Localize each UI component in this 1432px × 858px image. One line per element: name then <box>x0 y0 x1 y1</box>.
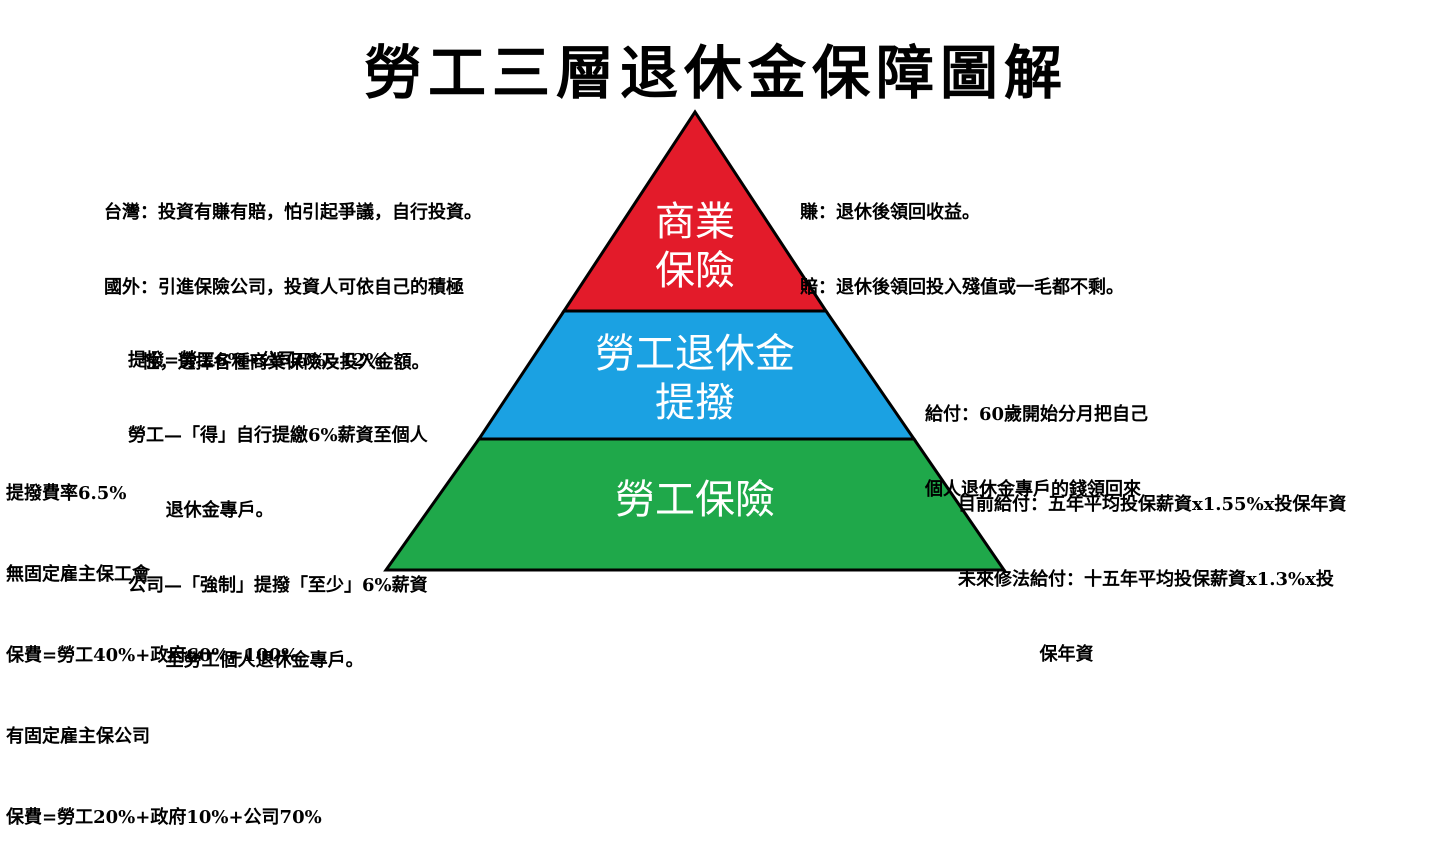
layer-middle-line1: 勞工退休金 <box>595 331 795 377</box>
note-line: 公司—「強制」提撥「至少」6%薪資 <box>128 575 428 596</box>
note-line: 保年資 <box>958 644 1094 665</box>
pyramid-diagram <box>383 109 1007 572</box>
note-line: 保費=勞工20%+政府10%+公司70% <box>6 807 322 828</box>
note-line: 有固定雇主保公司 <box>6 726 150 747</box>
note-top-right: 賺：退休後領回收益。 賠：退休後領回投入殘值或一毛都不剩。 <box>800 150 1124 325</box>
layer-top-line1: 商業 <box>655 199 735 245</box>
pyramid-layer-bottom <box>383 437 1007 572</box>
note-line: 給付：60歲開始分月把自己 <box>925 404 1149 425</box>
note-line: 未來修法給付：十五年平均投保薪資x1.3%x投 <box>958 569 1334 590</box>
layer-middle-line2: 提撥 <box>655 379 735 426</box>
note-line: 賠：退休後領回投入殘值或一毛都不剩。 <box>800 277 1124 298</box>
note-line: 國外：引進保險公司，投資人可依自己的積極 <box>104 277 464 298</box>
layer-top-line2: 保險 <box>655 247 735 294</box>
note-line: 性，選擇各種商業保險及投入金額。 <box>104 352 430 373</box>
note-line: 退休金專戶。 <box>128 500 274 521</box>
note-middle-right: 給付：60歲開始分月把自己 個人退休金專戶的錢領回來 <box>925 352 1148 527</box>
layer-top-label: 商業 保險 <box>620 198 770 296</box>
note-bottom-right: 目前給付：五年平均投保薪資x1.55%x投保年資 未來修法給付：十五年平均投保薪… <box>958 442 1346 692</box>
layer-middle-label: 勞工退休金 提撥 <box>545 330 845 428</box>
layer-bottom-line1: 勞工保險 <box>615 477 775 523</box>
note-bottom-left: 提撥費率6.5% 無固定雇主保工會 保費=勞工40%+政府60%=100% 有固… <box>6 426 322 858</box>
note-line: 勞工—「得」自行提繳6%薪資至個人 <box>128 425 428 446</box>
note-line: 保費=勞工40%+政府60%=100% <box>6 645 299 666</box>
note-line: 個人退休金專戶的錢領回來 <box>925 479 1141 500</box>
layer-bottom-label: 勞工保險 <box>545 476 845 525</box>
note-line: 提撥費率6.5% <box>6 483 127 504</box>
note-top-left: 台灣：投資有賺有賠，怕引起爭議，自行投資。 國外：引進保險公司，投資人可依自己的… <box>104 150 482 400</box>
note-line: 無固定雇主保工會 <box>6 564 150 585</box>
note-line: 賺：退休後領回收益。 <box>800 202 980 223</box>
note-line: 目前給付：五年平均投保薪資x1.55%x投保年資 <box>958 494 1347 515</box>
note-line: 台灣：投資有賺有賠，怕引起爭議，自行投資。 <box>104 202 482 223</box>
page-title: 勞工三層退休金保障圖解 <box>363 39 1068 107</box>
note-line: 提撥=勞工6%+公司6%=12% <box>128 350 383 371</box>
